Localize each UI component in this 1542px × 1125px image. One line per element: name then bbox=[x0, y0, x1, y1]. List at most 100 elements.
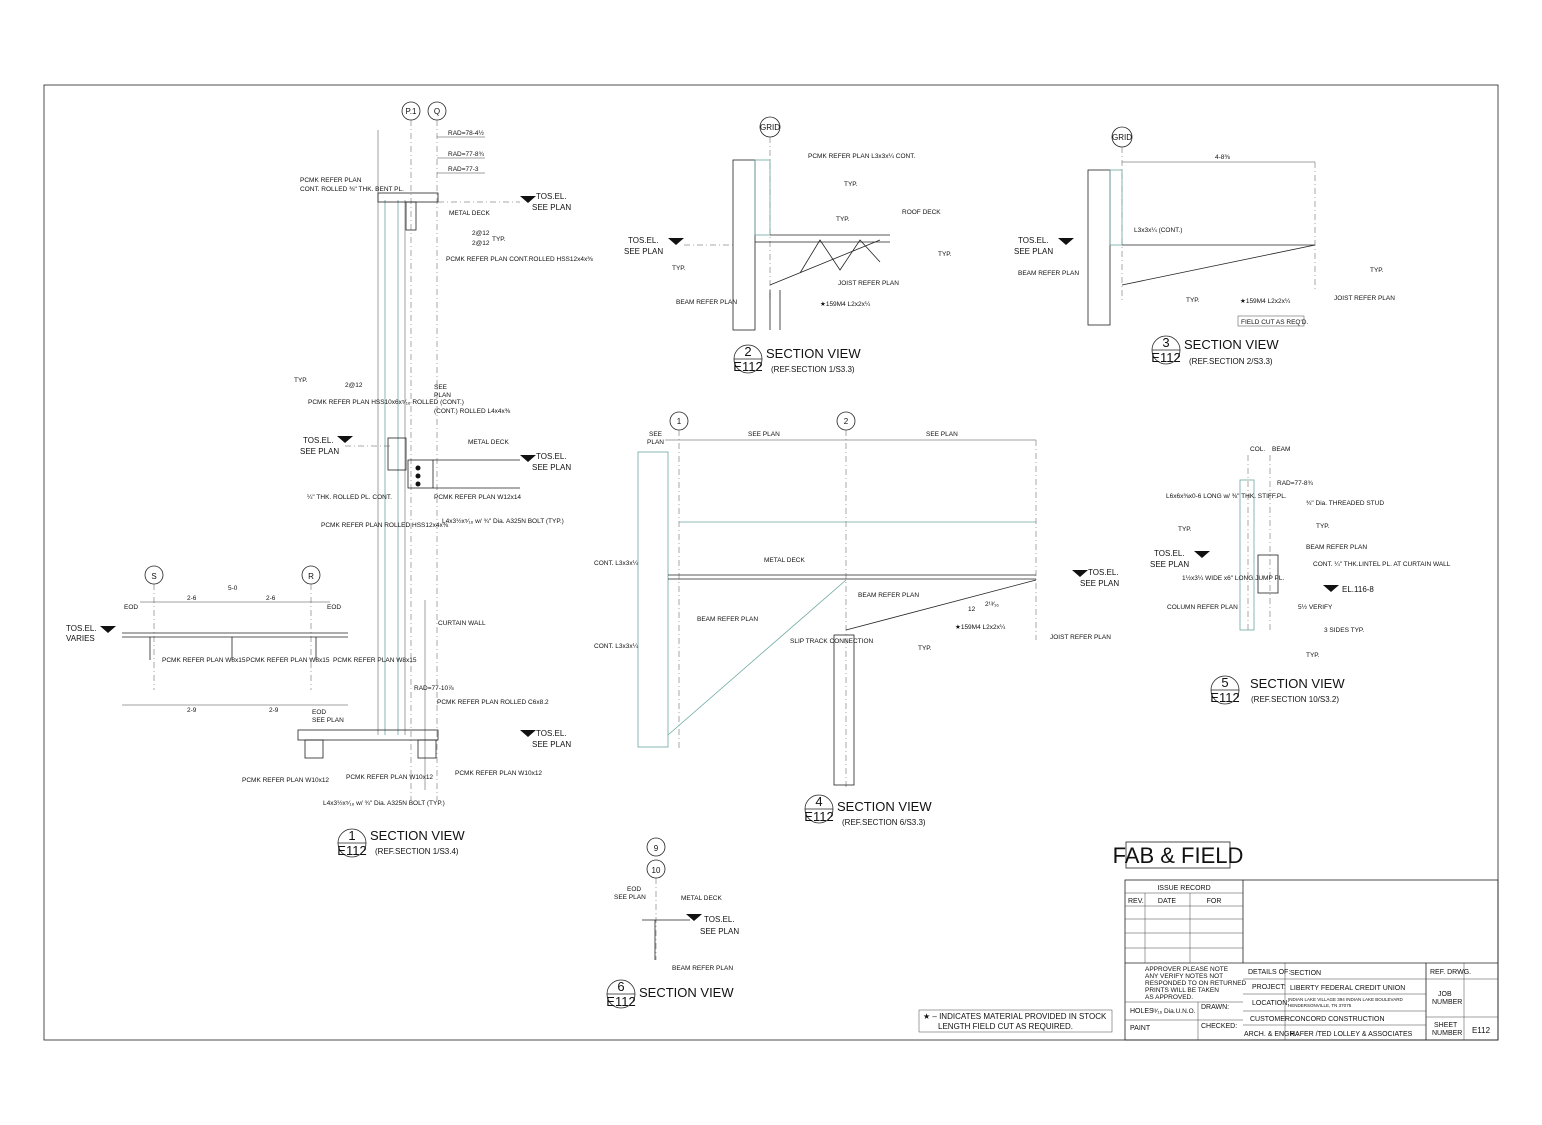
view-5-number: 5 bbox=[1221, 675, 1228, 690]
tb-approver-5: AS APPROVED. bbox=[1145, 994, 1193, 1001]
tb-sheet-1: SHEET bbox=[1434, 1022, 1458, 1029]
note-roof-deck: ROOF DECK bbox=[902, 209, 941, 216]
note-slip-track: SLIP TRACK CONNECTION bbox=[790, 638, 873, 645]
note-jump: 1½x3¼ WIDE x6" LONG JUMP PL. bbox=[1182, 574, 1284, 582]
tb-paint: PAINT bbox=[1130, 1025, 1151, 1032]
eod-lower: EOD bbox=[312, 709, 326, 716]
see-plan-5: SEE PLAN bbox=[1150, 560, 1189, 569]
tb-customer-label: CUSTOMER: bbox=[1250, 1016, 1292, 1023]
note-w8-3: PCMK REFER PLAN W8x15 bbox=[333, 657, 417, 664]
tb-holes-value: ¹³⁄₁₆ Dia.U.N.O. bbox=[1152, 1008, 1196, 1015]
tb-approver-3: RESPONDED TO ON RETURNED bbox=[1145, 980, 1247, 987]
tos-el-1b: TOS.EL. bbox=[303, 436, 334, 445]
eod-r: EOD bbox=[327, 604, 341, 611]
view-5-ref: (REF.SECTION 10/S3.2) bbox=[1251, 695, 1339, 704]
note-verify: 5½ VERIFY bbox=[1298, 603, 1333, 611]
note-metal-deck-2: METAL DECK bbox=[468, 439, 509, 446]
note-plan-v4: PLAN bbox=[647, 439, 664, 446]
view-1-number: 1 bbox=[348, 828, 355, 843]
tb-drawn: DRAWN: bbox=[1201, 1004, 1229, 1011]
section-view-2: GRID TOS.EL. SEE PLAN PCMK REFER PLAN L3… bbox=[624, 116, 952, 374]
grid-label-1: 1 bbox=[677, 417, 682, 426]
typ-3b: TYP. bbox=[1186, 297, 1200, 304]
sheet-border bbox=[43, 84, 1499, 1041]
note-joist1: ★159M4 L2x2x¼ bbox=[820, 300, 871, 308]
tb-details-value: SECTION bbox=[1290, 970, 1321, 977]
note-joist2: ★159M4 L2x2x¼ bbox=[1240, 297, 1291, 305]
grid-label-q: Q bbox=[434, 107, 440, 116]
view-2-ref: (REF.SECTION 1/S3.3) bbox=[771, 365, 855, 374]
varies: VARIES bbox=[66, 634, 95, 643]
note-beam-4a: BEAM REFER PLAN bbox=[858, 592, 919, 599]
note-l3x3b: L3x3x¼ (CONT.) bbox=[1134, 227, 1182, 234]
note-w10-1: PCMK REFER PLAN W10x12 bbox=[242, 777, 329, 784]
note-beam-4b: BEAM REFER PLAN bbox=[697, 616, 758, 623]
note-cont-l3-b: CONT. L3x3x¼ bbox=[594, 643, 639, 650]
see-plan-6: SEE PLAN bbox=[700, 927, 739, 936]
rad-dim-5: RAD=77-8¾ bbox=[1277, 480, 1314, 487]
note-curtain-wall: CURTAIN WALL bbox=[438, 620, 486, 627]
note-see-v4: SEE bbox=[649, 431, 663, 438]
grid-label-s: S bbox=[151, 572, 156, 581]
dim-2-13-16: 2¹³⁄₁₆ bbox=[985, 601, 999, 608]
note-hss12: PCMK REFER PLAN CONT.ROLLED HSS12x4x⅜ bbox=[446, 256, 593, 263]
tb-details-label: DETAILS OF: bbox=[1248, 969, 1290, 976]
tb-rev: REV. bbox=[1128, 898, 1144, 905]
dim-5-0: 5-0 bbox=[228, 585, 238, 592]
note-w10-2: PCMK REFER PLAN W10x12 bbox=[346, 774, 433, 781]
see-plan-1c: SEE PLAN bbox=[532, 463, 571, 472]
tb-checked: CHECKED: bbox=[1201, 1023, 1237, 1030]
note-w10-3: PCMK REFER PLAN W10x12 bbox=[455, 770, 542, 777]
note-joist3: ★159M4 L2x2x¼ bbox=[955, 623, 1006, 631]
view-4-number: 4 bbox=[815, 794, 822, 809]
note-rolled-pl: ¼" THK. ROLLED PL. CONT. bbox=[307, 494, 392, 501]
tb-job-2: NUMBER bbox=[1432, 999, 1462, 1006]
tos-el-1d: TOS.EL. bbox=[536, 729, 567, 738]
el-116-8: EL.116-8 bbox=[1342, 585, 1374, 594]
view-2-title: SECTION VIEW bbox=[766, 346, 861, 361]
note-pcmk-bent: PCMK REFER PLAN bbox=[300, 177, 362, 184]
see-plan-2: SEE PLAN bbox=[624, 247, 663, 256]
note-metal-deck-4: METAL DECK bbox=[764, 557, 805, 564]
note-lintel: CONT. ¼" THK.LINTEL PL. AT CURTAIN WALL bbox=[1313, 561, 1451, 568]
view-4-sheet: E112 bbox=[804, 809, 833, 824]
tb-project-value: LIBERTY FEDERAL CREDIT UNION bbox=[1290, 985, 1405, 992]
view-3-number: 3 bbox=[1162, 335, 1169, 350]
rad-dim-4: RAD=77-10⅞ bbox=[414, 685, 454, 692]
note-l6x6: L6x6x⅜x0-6 LONG w/ ⅜" THK. STIFF.PL. bbox=[1166, 493, 1287, 500]
section-view-4: 1 2 SEE PLAN SEE PLAN SEE PLAN TOS.EL. S… bbox=[594, 411, 1119, 827]
note-metal-deck-1: METAL DECK bbox=[449, 210, 490, 217]
view-3-ref: (REF.SECTION 2/S3.3) bbox=[1189, 357, 1273, 366]
typ-3a: TYP. bbox=[1370, 267, 1384, 274]
see-plan-v6-eod: SEE PLAN bbox=[614, 894, 646, 901]
tos-el-6: TOS.EL. bbox=[704, 915, 735, 924]
see-plan-4: SEE PLAN bbox=[1080, 579, 1119, 588]
weld-2at12-b: 2@12 bbox=[472, 240, 490, 247]
tb-approver-1: APPROVER PLEASE NOTE bbox=[1145, 966, 1229, 973]
note-cont-rolled: CONT. ROLLED ⅜" THK. BENT PL. bbox=[300, 186, 404, 193]
view-6-number: 6 bbox=[617, 979, 624, 994]
note-beam-v5: BEAM bbox=[1272, 446, 1290, 453]
note-column-5: COLUMN REFER PLAN bbox=[1167, 604, 1238, 611]
eod-s: EOD bbox=[124, 604, 138, 611]
tb-approver-4: PRINTS WILL BE TAKEN bbox=[1145, 987, 1219, 994]
note-rolled-hss: PCMK REFER PLAN ROLLED HSS12x4x⅜ bbox=[321, 522, 449, 529]
tb-date: DATE bbox=[1158, 898, 1176, 905]
typ-1a: TYP. bbox=[492, 236, 506, 243]
see-plan-1b: SEE PLAN bbox=[300, 447, 339, 456]
section-view-3: GRID 4-8⅜ TOS.EL. SEE PLAN L3x3x¼ (CONT.… bbox=[1014, 126, 1395, 366]
typ-2c: TYP. bbox=[938, 251, 952, 258]
note-l4x4: (CONT.) ROLLED L4x4x⅜ bbox=[434, 408, 511, 415]
fab-field-title: FAB & FIELD bbox=[1113, 843, 1244, 868]
note-w8-1: PCMK REFER PLAN W8x15 bbox=[162, 657, 246, 664]
typ-5c: TYP. bbox=[1306, 652, 1320, 659]
note-stud: ¾" Dia. THREADED STUD bbox=[1306, 500, 1384, 507]
dim-12: 12 bbox=[968, 606, 976, 613]
rad-dim-2: RAD=77-8¾ bbox=[448, 151, 485, 158]
tb-customer-value: CONCORD CONSTRUCTION bbox=[1290, 1016, 1385, 1023]
tb-holes-label: HOLES bbox=[1130, 1008, 1154, 1015]
note-joist-2: JOIST REFER PLAN bbox=[838, 280, 899, 287]
rad-dim-3: RAD=77-3 bbox=[448, 166, 479, 173]
note-beam-2: BEAM REFER PLAN bbox=[676, 299, 737, 306]
tos-el-1c: TOS.EL. bbox=[536, 452, 567, 461]
